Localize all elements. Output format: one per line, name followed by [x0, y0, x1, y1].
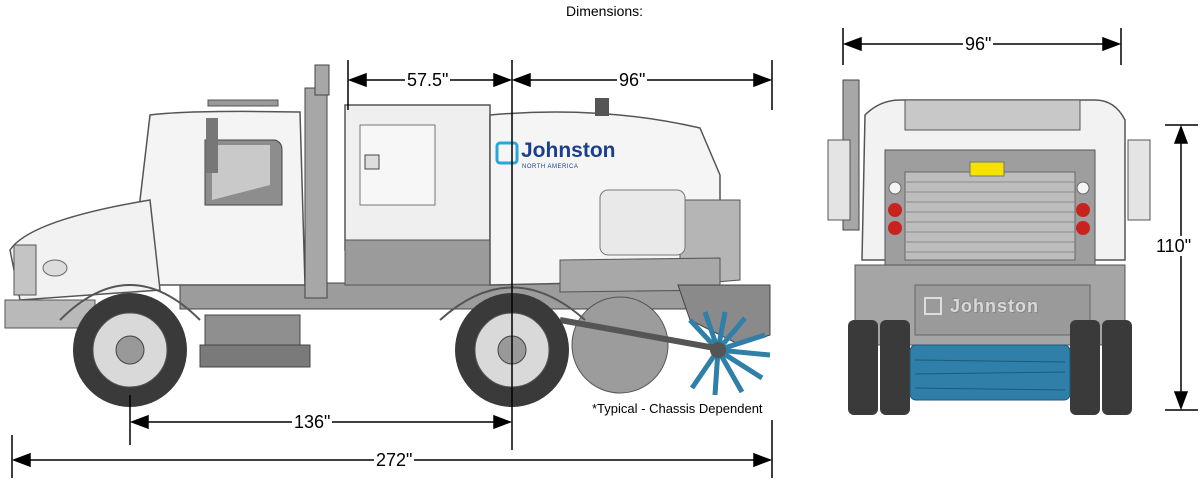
exhaust-tip: [314, 64, 330, 96]
exhaust-stack: [304, 87, 328, 299]
rear-right-mirror: [1127, 139, 1151, 221]
roller-slats: [905, 181, 1075, 253]
dim-rear-width: 96": [963, 34, 994, 54]
front-hub: [115, 335, 145, 365]
right-red-light-lower: [1076, 221, 1090, 235]
rear-logo-icon: [924, 297, 942, 315]
rear-top-panel: [904, 99, 1081, 131]
roof-rack: [207, 99, 279, 107]
step-box: [199, 344, 311, 368]
headlight: [42, 259, 68, 277]
left-red-light-lower: [888, 221, 902, 235]
chassis-note: *Typical - Chassis Dependent: [592, 401, 763, 416]
hood: [9, 199, 161, 301]
rear-left-tire-outer: [848, 320, 878, 415]
broom-arm: [559, 317, 716, 351]
johnston-logo-icon: [495, 141, 519, 165]
right-white-light: [1076, 181, 1090, 195]
rear-left-tire-inner: [880, 320, 910, 415]
main-broom: [571, 296, 669, 394]
left-white-light: [888, 181, 902, 195]
dim-hopper-length: 57.5": [405, 70, 451, 90]
dim-rear-height: 110": [1154, 236, 1194, 256]
rear-roller-door: [904, 171, 1076, 261]
dim-wheelbase: 136": [292, 412, 333, 432]
rear-right-tire-outer: [1102, 320, 1132, 415]
mirror: [206, 118, 218, 173]
rear-right-tire-inner: [1070, 320, 1100, 415]
dim-overall-length: 272": [374, 450, 415, 470]
grille: [13, 244, 37, 296]
side-brand-logo: Johnston: [521, 139, 616, 162]
dim-rear-overhang: 96": [617, 70, 648, 90]
left-red-light-upper: [888, 203, 902, 217]
rear-brand-panel: [914, 284, 1091, 336]
sweeper-hood-curve: [599, 189, 686, 256]
diagram-title: Dimensions:: [566, 3, 644, 19]
rear-left-mirror: [827, 139, 851, 221]
rear-broom-bristles: [914, 359, 1066, 391]
hopper-base: [344, 239, 491, 286]
hopper-vent: [364, 154, 380, 170]
front-fender: [59, 284, 201, 321]
right-red-light-upper: [1076, 203, 1090, 217]
sweeper-top-fan: [595, 98, 609, 116]
license-plate: [969, 161, 1005, 177]
rear-brand-logo: Johnston: [950, 296, 1039, 316]
side-brand-sub: NORTH AMERICA: [522, 164, 579, 170]
cab-window-gradient: [212, 145, 270, 200]
